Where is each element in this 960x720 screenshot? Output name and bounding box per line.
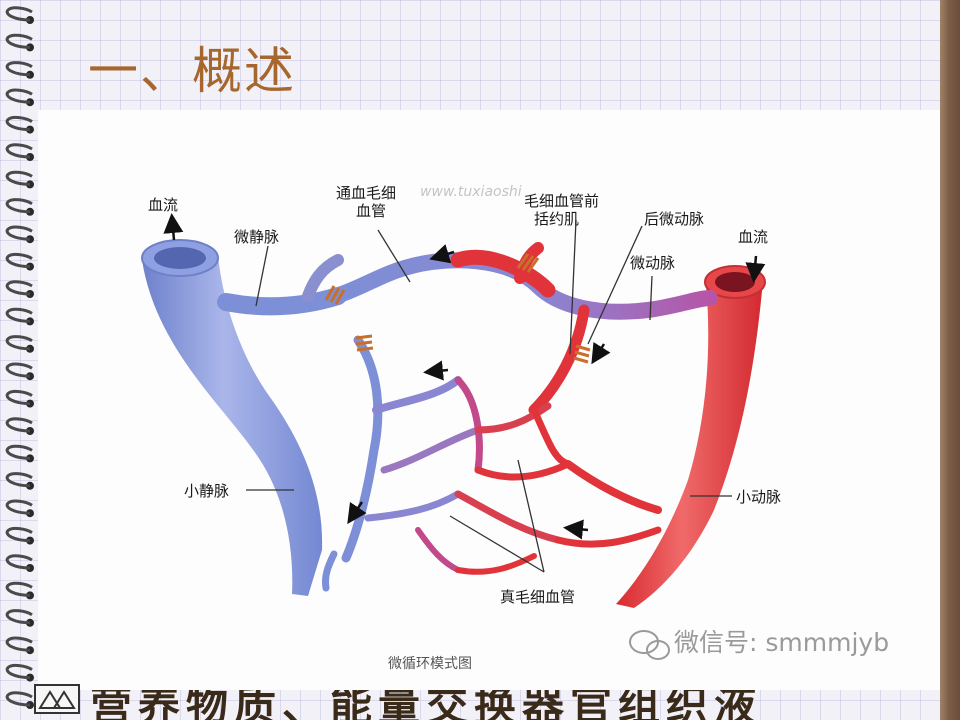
binding-ring [5,636,33,652]
small-artery-vessel [616,280,763,608]
binding-ring [5,609,33,625]
binding-ring [5,444,33,460]
metarteriole-vessel [528,304,590,416]
label-sphincter-1: 毛细血管前 [524,192,599,210]
label-venule: 微静脉 [234,228,279,246]
sphincter-bands [324,253,591,364]
wechat-watermark: 微信号: smmmjyb [629,628,889,660]
binding-ring [5,143,33,159]
binding-ring [5,389,33,406]
binding-ring [5,362,33,378]
binding-ring [5,252,33,269]
vein-branch-stub [302,254,344,302]
bottom-text-strip: 营养物质、能量交换器官组织液 [38,690,940,720]
binding-ring [5,61,33,77]
label-thoroughfare-1: 通血毛细 [336,184,396,202]
label-thoroughfare-2: 血管 [356,202,386,220]
binding-ring [5,170,33,186]
microcirculation-figure: 血流 微静脉 通血毛细 血管 www.tuxiaoshi 毛细血管前 括约肌 后… [38,110,940,690]
watermark-text: 微信号: smmmjyb [674,628,889,657]
binding-ring [5,33,33,49]
label-flow-left: 血流 [148,196,178,214]
arteriole-vessel [450,249,556,298]
label-metarteriole: 后微动脉 [644,210,704,228]
binding-ring [5,280,33,296]
artery-lumen [715,272,755,292]
binding-ring [5,6,33,22]
binding-ring [5,115,33,132]
home-icon [38,690,76,709]
venule-vessel [217,287,347,316]
binding-ring [5,554,33,570]
label-flow-right: 血流 [738,228,768,246]
watermark-top: www.tuxiaoshi [420,184,522,200]
true-capillary-network [322,335,662,592]
binding-ring [5,472,33,488]
binding-ring [5,198,33,214]
label-small-vein: 小静脉 [184,482,229,500]
binding-ring [5,526,33,543]
slide-nav-icon[interactable] [34,684,80,714]
binding-ring [5,307,33,323]
label-true-capillary: 真毛细血管 [500,588,575,606]
binding-ring [5,581,33,597]
flow-arrows [163,213,766,540]
artery-branch-stub [514,242,544,284]
label-arteriole: 微动脉 [630,254,675,272]
figure-caption: 微循环模式图 [388,656,472,672]
binding-ring [5,691,33,707]
leader-lines [246,219,732,573]
binding-ring [5,335,33,351]
right-border [940,0,960,720]
binding-ring [5,499,33,515]
binding-ring [5,417,33,433]
microcirculation-diagram: 血流 微静脉 通血毛细 血管 www.tuxiaoshi 毛细血管前 括约肌 后… [141,184,889,672]
binding-ring [5,663,33,680]
vein-lumen [154,247,206,269]
binding-ring [5,88,33,104]
slide-title: 一、概述 [88,42,296,100]
label-small-artery: 小动脉 [736,488,781,506]
spiral-binding [5,6,34,709]
bottom-partial-text: 营养物质、能量交换器官组织液 [90,690,763,720]
label-sphincter-2: 括约肌 [534,210,579,228]
small-vein-vessel [142,256,323,596]
binding-ring [5,225,33,241]
